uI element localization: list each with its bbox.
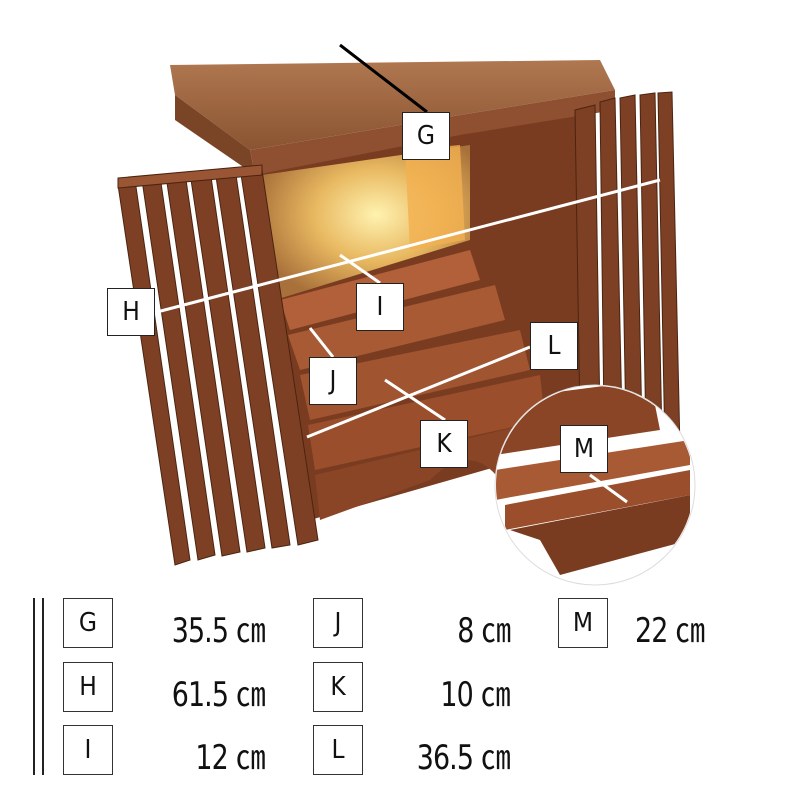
legend-key-m: M [558, 598, 608, 648]
legend-divider [42, 598, 44, 775]
legend-value-h: 61.5 ㎝ [171, 675, 266, 715]
legend-key-j: J [313, 598, 363, 648]
label-l: L [530, 322, 578, 370]
label-j: J [309, 357, 357, 405]
cabinet-base [315, 420, 550, 520]
dimension-line-i [339, 253, 381, 285]
right-door [574, 91, 681, 451]
label-m: M [560, 425, 608, 473]
legend-divider [33, 598, 35, 775]
dimension-line-h [156, 178, 661, 314]
legend-value-g: 35.5 ㎝ [171, 611, 266, 651]
legend-value-m: 22 ㎝ [635, 611, 705, 651]
cabinet-top [170, 60, 615, 150]
dimension-line-g [339, 43, 428, 114]
legend-value-l: 36.5 ㎝ [416, 738, 511, 778]
label-k: K [420, 420, 468, 468]
left-door [117, 164, 319, 566]
legend-key-k: K [313, 662, 363, 712]
legend-key-h: H [63, 662, 113, 712]
label-g: G [402, 112, 450, 160]
dimension-line-m [589, 473, 628, 504]
step-3 [300, 330, 530, 420]
label-i: I [356, 283, 404, 331]
dimension-line-k [384, 378, 446, 422]
legend-key-l: L [313, 725, 363, 775]
legend-value-i: 12 ㎝ [195, 738, 266, 778]
legend-key-i: I [63, 725, 113, 775]
legend-key-g: G [63, 598, 113, 648]
legend-value-k: 10 ㎝ [440, 675, 511, 715]
label-h: H [107, 288, 155, 336]
dimension-line-l [306, 345, 531, 439]
legend-value-j: 8 ㎝ [457, 611, 511, 651]
dimension-line-j [308, 327, 335, 358]
